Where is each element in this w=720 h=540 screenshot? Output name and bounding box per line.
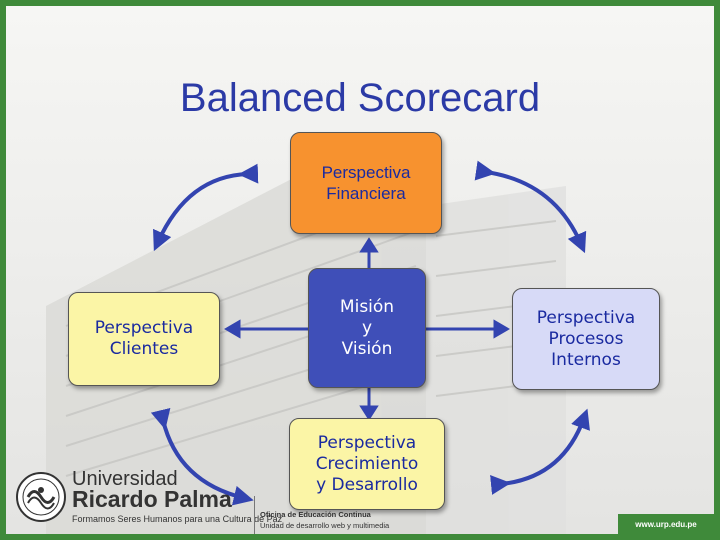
box-label: Perspectiva Financiera bbox=[321, 163, 411, 203]
box-perspectiva-procesos: Perspectiva Procesos Internos bbox=[512, 288, 660, 390]
footer-url[interactable]: www.urp.edu.pe bbox=[618, 514, 714, 534]
logo-divider bbox=[254, 496, 255, 534]
logo-unit: Unidad de desarrollo web y multimedia bbox=[260, 521, 390, 530]
box-label: Perspectiva Crecimiento y Desarrollo bbox=[315, 432, 419, 495]
slide-title: Balanced Scorecard bbox=[179, 76, 541, 120]
curve-arrow-top-right bbox=[474, 160, 587, 254]
box-label: Misión y Visión bbox=[339, 296, 395, 359]
arrow-center-to-clientes bbox=[224, 319, 308, 339]
box-label: Perspectiva Procesos Internos bbox=[536, 307, 636, 370]
university-logo: Universidad Ricardo Palma Formamos Seres… bbox=[14, 468, 394, 534]
logo-line1: Universidad bbox=[72, 468, 178, 490]
curve-arrow-top-left bbox=[153, 163, 259, 252]
logo-line2: Ricardo Palma bbox=[72, 486, 232, 512]
curve-arrow-bottom-right bbox=[490, 408, 590, 495]
arrows-layer bbox=[150, 160, 590, 506]
university-seal-icon bbox=[16, 472, 66, 522]
box-label: Perspectiva Clientes bbox=[94, 318, 194, 359]
box-mision-vision: Misión y Visión bbox=[308, 268, 426, 388]
arrow-center-to-crecimiento bbox=[359, 388, 379, 421]
box-perspectiva-financiera: Perspectiva Financiera bbox=[290, 132, 442, 234]
box-perspectiva-clientes: Perspectiva Clientes bbox=[68, 292, 220, 386]
logo-office: Oficina de Educación Continua bbox=[260, 510, 371, 519]
box-perspectiva-crecimiento: Perspectiva Crecimiento y Desarrollo bbox=[289, 418, 445, 510]
logo-tagline: Formamos Seres Humanos para una Cultura … bbox=[72, 514, 283, 524]
arrow-center-to-procesos bbox=[426, 319, 510, 339]
curve-arrow-bottom-left bbox=[150, 407, 254, 506]
arrow-center-to-financiera bbox=[359, 237, 379, 268]
